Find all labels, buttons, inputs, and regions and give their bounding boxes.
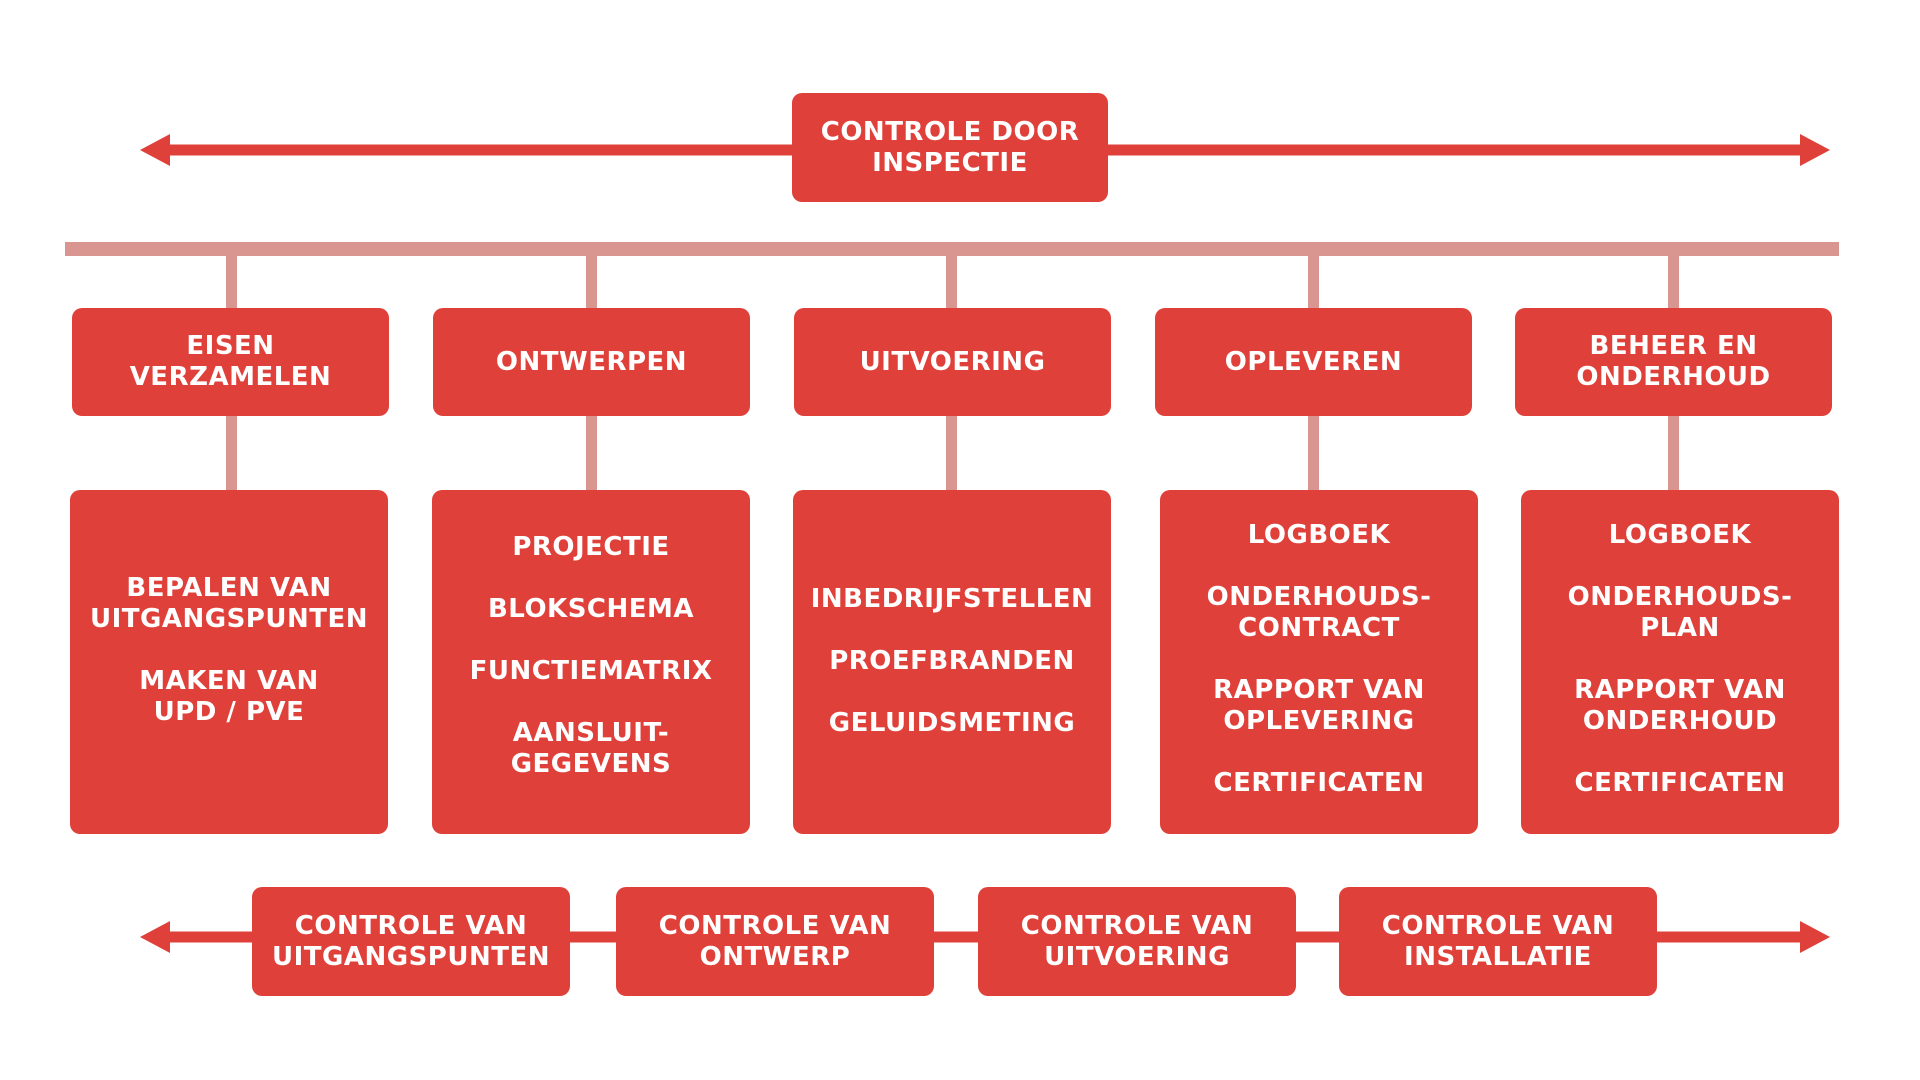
detail-item: ONDERHOUDS- PLAN — [1567, 582, 1793, 643]
phase-box: BEHEER EN ONDERHOUD — [1515, 308, 1832, 416]
connector-phase-1 — [226, 256, 237, 308]
connector-phase-3 — [946, 256, 957, 308]
phase-box: EISEN VERZAMELEN — [72, 308, 389, 416]
connector-phase-2 — [586, 256, 597, 308]
detail-item: AANSLUIT- GEGEVENS — [510, 718, 672, 779]
detail-item: BLOKSCHEMA — [487, 594, 695, 624]
inspection-box: CONTROLE DOOR INSPECTIE — [792, 93, 1108, 202]
detail-box: BEPALEN VAN UITGANGSPUNTEN MAKEN VAN UPD… — [70, 490, 388, 834]
top-arrow-left-head — [140, 134, 170, 166]
phase-box: UITVOERING — [794, 308, 1111, 416]
detail-box: LOGBOEK ONDERHOUDS- CONTRACT RAPPORT VAN… — [1160, 490, 1478, 834]
detail-box: INBEDRIJFSTELLEN PROEFBRANDEN GELUIDSMET… — [793, 490, 1111, 834]
detail-item: BEPALEN VAN UITGANGSPUNTEN — [90, 573, 368, 634]
connector-phase-4 — [1308, 256, 1319, 308]
detail-item: GELUIDSMETING — [828, 708, 1076, 738]
detail-item: LOGBOEK — [1608, 520, 1752, 550]
detail-box: LOGBOEK ONDERHOUDS- PLAN RAPPORT VAN OND… — [1521, 490, 1839, 834]
detail-item: CERTIFICATEN — [1213, 768, 1425, 798]
bottom-arrow-right-head — [1800, 921, 1830, 953]
connector-phase-5 — [1668, 256, 1679, 308]
phase-box: OPLEVEREN — [1155, 308, 1472, 416]
distribution-bar — [65, 242, 1839, 256]
detail-item: ONDERHOUDS- CONTRACT — [1206, 582, 1432, 643]
connector-detail-2 — [586, 416, 597, 490]
connector-detail-5 — [1668, 416, 1679, 490]
detail-box: PROJECTIE BLOKSCHEMA FUNCTIEMATRIX AANSL… — [432, 490, 750, 834]
bottom-arrow-left-head — [140, 921, 170, 953]
control-box: CONTROLE VAN ONTWERP — [616, 887, 934, 996]
detail-item: RAPPORT VAN ONDERHOUD — [1574, 675, 1786, 736]
detail-item: PROJECTIE — [512, 532, 670, 562]
connector-detail-1 — [226, 416, 237, 490]
detail-item: CERTIFICATEN — [1574, 768, 1786, 798]
control-box: CONTROLE VAN INSTALLATIE — [1339, 887, 1657, 996]
connector-detail-4 — [1308, 416, 1319, 490]
detail-item: PROEFBRANDEN — [829, 646, 1075, 676]
phase-box: ONTWERPEN — [433, 308, 750, 416]
detail-item: MAKEN VAN UPD / PVE — [139, 666, 319, 727]
control-box: CONTROLE VAN UITGANGSPUNTEN — [252, 887, 570, 996]
detail-item: LOGBOEK — [1247, 520, 1391, 550]
detail-item: FUNCTIEMATRIX — [469, 656, 713, 686]
detail-item: INBEDRIJFSTELLEN — [810, 584, 1094, 614]
top-arrow-right-head — [1800, 134, 1830, 166]
control-box: CONTROLE VAN UITVOERING — [978, 887, 1296, 996]
detail-item: RAPPORT VAN OPLEVERING — [1213, 675, 1425, 736]
connector-detail-3 — [946, 416, 957, 490]
